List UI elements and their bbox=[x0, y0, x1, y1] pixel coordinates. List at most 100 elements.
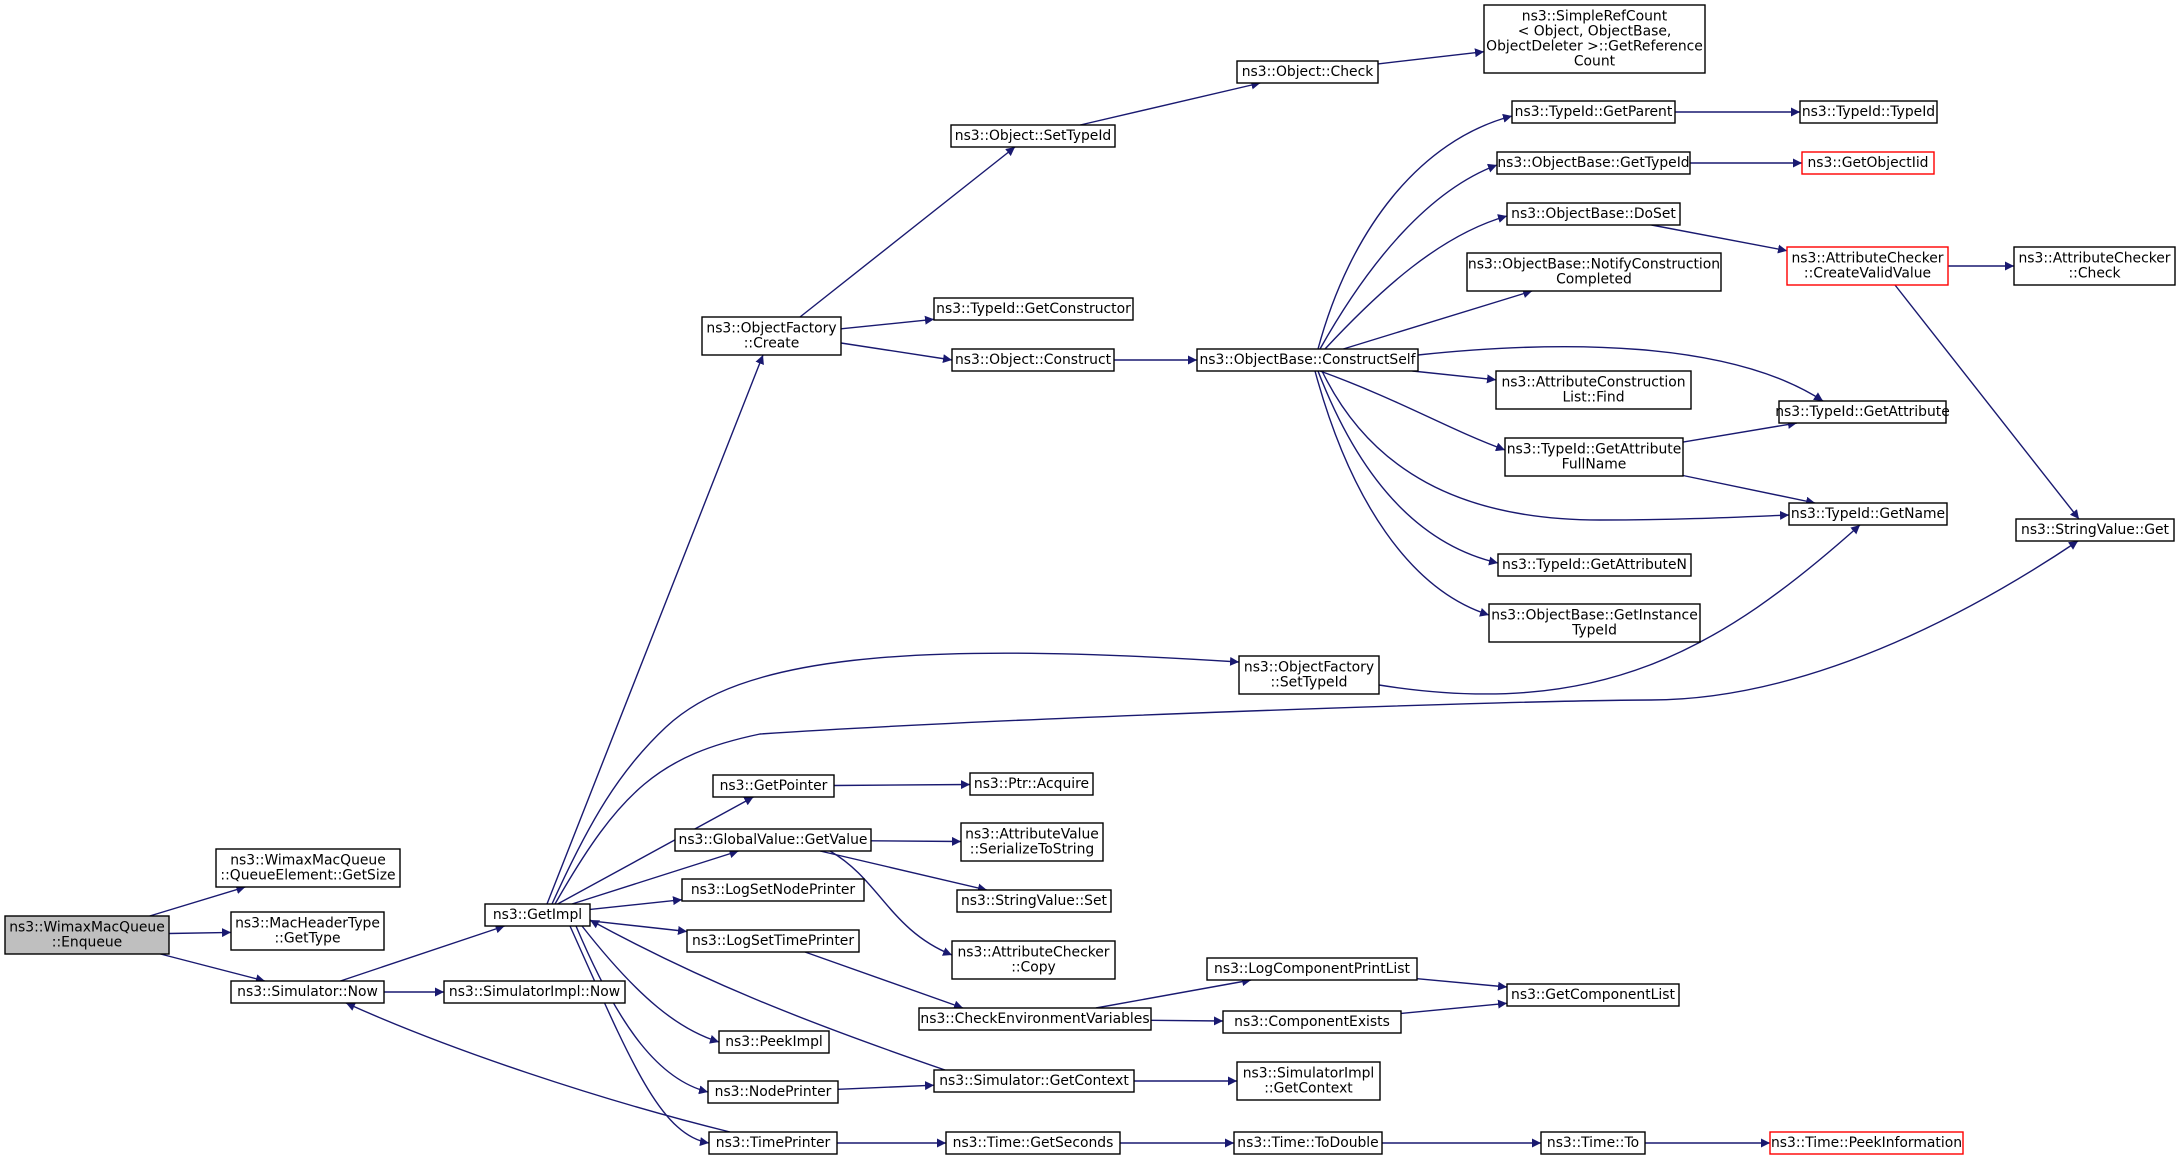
node-tid_getattrn[interactable]: ns3::TypeId::GetAttributeN bbox=[1497, 553, 1692, 577]
node-time_to[interactable]: ns3::Time::To bbox=[1540, 1131, 1646, 1155]
node-label-line: ns3::Time::GetSeconds bbox=[953, 1135, 1114, 1151]
edge-ob_constructself-to-acl_find bbox=[1412, 370, 1497, 384]
node-of_create[interactable]: ns3::ObjectFactory::Create bbox=[701, 316, 842, 356]
node-logsettime[interactable]: ns3::LogSetTimePrinter bbox=[686, 929, 860, 953]
edge-line bbox=[569, 925, 710, 1146]
edge-getimpl-to-of_create bbox=[546, 354, 764, 905]
edge-of_create-to-obj_construct bbox=[840, 342, 953, 364]
node-obj_settypeid[interactable]: ns3::Object::SetTypeId bbox=[950, 124, 1116, 148]
edge-line bbox=[160, 953, 266, 984]
node-label-line: ns3::Time::ToDouble bbox=[1237, 1135, 1378, 1151]
node-time_todouble[interactable]: ns3::Time::ToDouble bbox=[1233, 1131, 1383, 1155]
node-of_settypeid[interactable]: ns3::ObjectFactory::SetTypeId bbox=[1238, 655, 1380, 695]
node-peekimpl[interactable]: ns3::PeekImpl bbox=[718, 1030, 830, 1054]
node-sv_set[interactable]: ns3::StringValue::Set bbox=[956, 889, 1112, 913]
node-logcompprint[interactable]: ns3::LogComponentPrintList bbox=[1206, 957, 1418, 981]
node-tid_typeid[interactable]: ns3::TypeId::TypeId bbox=[1799, 100, 1938, 124]
node-timeprinter[interactable]: ns3::TimePrinter bbox=[708, 1131, 838, 1155]
node-box bbox=[4, 915, 170, 955]
node-ac_copy[interactable]: ns3::AttributeChecker::Copy bbox=[951, 940, 1116, 980]
node-qe_getsize[interactable]: ns3::WimaxMacQueue::QueueElement::GetSiz… bbox=[215, 848, 401, 888]
edge-line bbox=[575, 925, 709, 1095]
node-label-line: ns3::TimePrinter bbox=[716, 1135, 831, 1151]
node-box bbox=[956, 889, 1112, 913]
node-ob_doset[interactable]: ns3::ObjectBase::DoSet bbox=[1506, 202, 1681, 226]
edge-timeprinter-to-sim_now bbox=[345, 1002, 731, 1133]
node-ob_gettypeid[interactable]: ns3::ObjectBase::GetTypeId bbox=[1496, 151, 1691, 175]
node-label-line: Count bbox=[1574, 54, 1616, 70]
node-time_getseconds[interactable]: ns3::Time::GetSeconds bbox=[945, 1131, 1121, 1155]
edge-line bbox=[840, 342, 953, 364]
edge-getimpl-to-nodeprinter bbox=[575, 925, 709, 1095]
node-ob_notify[interactable]: ns3::ObjectBase::NotifyConstructionCompl… bbox=[1466, 252, 1722, 292]
edge-compexists-to-getcomplist bbox=[1400, 999, 1508, 1015]
node-label-line: ns3::SimpleRefCount bbox=[1522, 9, 1668, 25]
edge-line bbox=[589, 896, 683, 911]
node-tid_getparent[interactable]: ns3::TypeId::GetParent bbox=[1511, 100, 1676, 124]
nodes-layer: ns3::WimaxMacQueue::Enqueuens3::WimaxMac… bbox=[4, 4, 2176, 1155]
node-nodeprinter[interactable]: ns3::NodePrinter bbox=[707, 1080, 839, 1104]
edge-getimpl-to-gv_getvalue bbox=[571, 849, 739, 905]
node-tid_getname[interactable]: ns3::TypeId::GetName bbox=[1788, 502, 1948, 526]
node-label-line: ns3::ObjectFactory bbox=[1244, 660, 1374, 676]
node-tid_getctor[interactable]: ns3::TypeId::GetConstructor bbox=[933, 297, 1134, 321]
edge-line bbox=[1324, 214, 1508, 350]
node-ob_constructself[interactable]: ns3::ObjectBase::ConstructSelf bbox=[1196, 348, 1419, 372]
node-label-line: ns3::Ptr::Acquire bbox=[974, 776, 1089, 792]
node-av_serialize[interactable]: ns3::AttributeValue::SerializeToString bbox=[960, 822, 1104, 862]
node-label-line: ::QueueElement::GetSize bbox=[220, 868, 395, 884]
edge-line bbox=[1314, 370, 1490, 617]
node-box bbox=[1506, 983, 1680, 1007]
node-label-line: ns3::WimaxMacQueue bbox=[9, 920, 165, 936]
edge-gv_getvalue-to-av_serialize bbox=[870, 836, 962, 846]
node-label-line: ::Check bbox=[2068, 266, 2120, 282]
node-getimpl[interactable]: ns3::GetImpl bbox=[484, 903, 591, 927]
node-label-line: ns3::ObjectBase::ConstructSelf bbox=[1199, 352, 1416, 368]
edge-line bbox=[571, 849, 739, 905]
node-box bbox=[484, 903, 591, 927]
node-sim_getcontext[interactable]: ns3::Simulator::GetContext bbox=[933, 1069, 1135, 1093]
edge-ob_constructself-to-tid_getattrn bbox=[1317, 370, 1499, 566]
edge-line bbox=[1319, 370, 1506, 452]
node-simimpl_getcontext[interactable]: ns3::SimulatorImpl::GetContext bbox=[1236, 1061, 1381, 1101]
node-obj_check[interactable]: ns3::Object::Check bbox=[1236, 60, 1379, 84]
node-box bbox=[1506, 202, 1681, 226]
node-logsetnode[interactable]: ns3::LogSetNodePrinter bbox=[681, 878, 865, 902]
node-box bbox=[701, 316, 842, 356]
node-ac_check[interactable]: ns3::AttributeChecker::Check bbox=[2013, 246, 2176, 286]
node-label-line: ::SerializeToString bbox=[970, 842, 1094, 858]
node-box bbox=[1206, 957, 1418, 981]
edge-line bbox=[581, 925, 720, 1044]
node-mht_gettype[interactable]: ns3::MacHeaderType::GetType bbox=[230, 911, 385, 951]
node-label-line: ns3::AttributeValue bbox=[965, 827, 1099, 843]
node-compexists[interactable]: ns3::ComponentExists bbox=[1222, 1010, 1402, 1034]
node-ptr_acquire[interactable]: ns3::Ptr::Acquire bbox=[969, 772, 1094, 796]
node-getcomplist[interactable]: ns3::GetComponentList bbox=[1506, 983, 1680, 1007]
node-gv_getvalue[interactable]: ns3::GlobalValue::GetValue bbox=[674, 828, 872, 852]
edge-ob_constructself-to-ob_gettypeid bbox=[1319, 163, 1498, 350]
node-label-line: ::CreateValidValue bbox=[1804, 266, 1931, 282]
node-sim_now[interactable]: ns3::Simulator::Now bbox=[230, 980, 385, 1004]
node-box bbox=[950, 124, 1116, 148]
node-time_peekinfo[interactable]: ns3::Time::PeekInformation bbox=[1769, 1131, 1964, 1155]
node-ac_createvalid[interactable]: ns3::AttributeChecker::CreateValidValue bbox=[1786, 246, 1949, 286]
node-sv_get[interactable]: ns3::StringValue::Get bbox=[2015, 518, 2175, 542]
edge-gv_getvalue-to-sv_set bbox=[819, 850, 988, 893]
node-srefcount[interactable]: ns3::SimpleRefCount< Object, ObjectBase,… bbox=[1483, 4, 1706, 74]
edge-line bbox=[345, 1002, 731, 1133]
node-box bbox=[230, 980, 385, 1004]
node-label-line: ns3::ObjectBase::DoSet bbox=[1511, 206, 1676, 222]
node-tid_getattribute[interactable]: ns3::TypeId::GetAttribute bbox=[1775, 400, 1950, 424]
node-simimpl_now[interactable]: ns3::SimulatorImpl::Now bbox=[443, 980, 626, 1004]
node-label-line: ObjectDeleter >::GetReference bbox=[1486, 39, 1703, 55]
node-box bbox=[2013, 246, 2176, 286]
node-obj_construct[interactable]: ns3::Object::Construct bbox=[951, 348, 1115, 372]
node-checkenv[interactable]: ns3::CheckEnvironmentVariables bbox=[918, 1007, 1152, 1031]
node-getobjectiid[interactable]: ns3::GetObjectIid bbox=[1801, 151, 1935, 175]
node-label-line: ns3::TypeId::GetAttribute bbox=[1775, 404, 1950, 420]
node-getpointer[interactable]: ns3::GetPointer bbox=[712, 774, 835, 798]
edge-getimpl-to-peekimpl bbox=[581, 925, 720, 1044]
